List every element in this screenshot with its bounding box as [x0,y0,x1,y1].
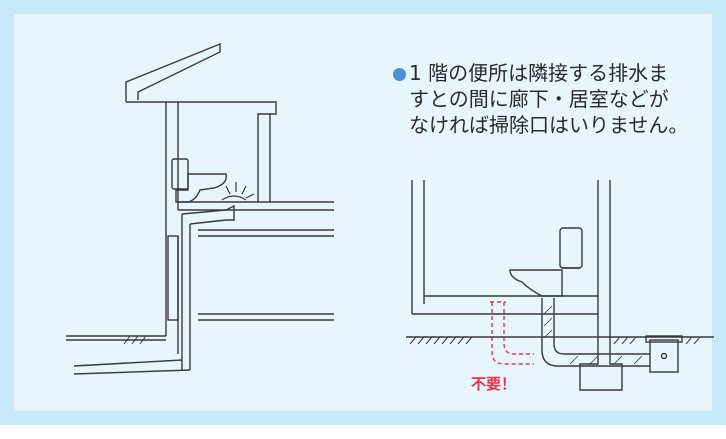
toilet-tank-right [559,227,583,269]
bullet-dot [393,68,406,81]
not-needed-label: 不要！ [471,375,517,393]
note-line-3: なければ掃除口はいりません。 [409,113,689,137]
drain-pipe-right [541,298,650,367]
house-section-diagram [66,42,714,391]
cleanout-spark [221,182,255,201]
unneeded-cleanout-dashed [490,301,534,365]
illustration-panel: 1 階の便所は隣接する排水ま すとの間に廊下・居室などが なければ掃除口はいりま… [0,0,726,425]
toilet-bowl-left [175,173,227,203]
toilet-tank-left [171,158,189,190]
explanation-note: 1 階の便所は隣接する排水ま すとの間に廊下・居室などが なければ掃除口はいりま… [389,60,719,138]
drain-box [649,339,679,373]
house-roof [125,42,221,102]
note-line-2: すとの間に廊下・居室などが [409,87,669,111]
toilet-bowl-right [509,269,563,297]
note-line-1: 1 階の便所は隣接する排水ま [409,61,669,85]
